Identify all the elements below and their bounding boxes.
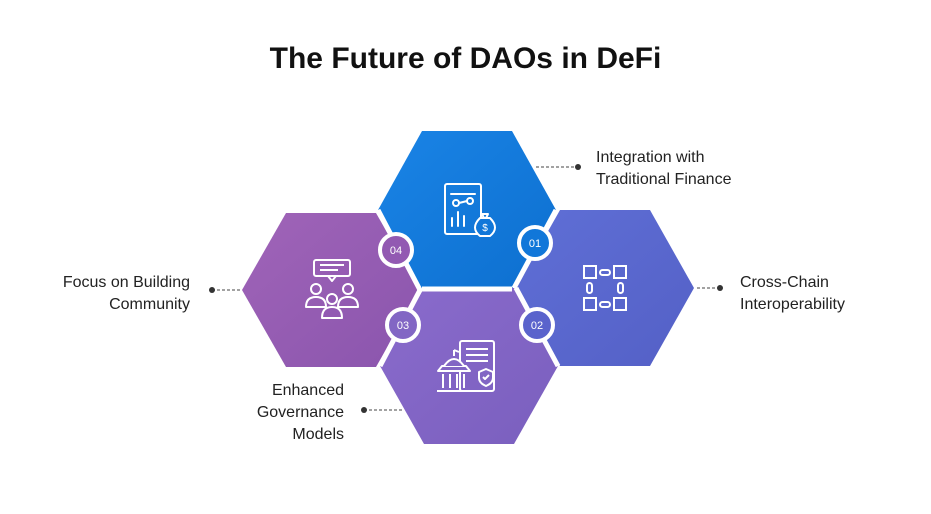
badge-03: 03 bbox=[385, 307, 421, 343]
label-01-line-1: Integration with bbox=[596, 149, 705, 166]
label-04-line-2: Community bbox=[109, 296, 190, 313]
label-04-line-1: Focus on Building bbox=[62, 274, 190, 291]
badge-01: 01 bbox=[517, 225, 553, 261]
badge-04-text: 04 bbox=[390, 245, 402, 257]
badge-02: 02 bbox=[519, 307, 555, 343]
government-building-document-icon bbox=[437, 340, 495, 392]
label-01-line-2: Traditional Finance bbox=[596, 171, 732, 188]
label-03-line-1: Enhanced bbox=[271, 382, 344, 399]
blockchain-links-icon bbox=[583, 265, 627, 311]
connector-3 bbox=[361, 407, 404, 413]
label-02: Cross-Chain Interoperability bbox=[740, 272, 845, 316]
community-group-chat-icon bbox=[305, 259, 359, 319]
connector-4 bbox=[209, 287, 242, 293]
label-04: Focus on Building Community bbox=[12, 272, 190, 316]
page-title: The Future of DAOs in DeFi bbox=[269, 42, 662, 75]
hexagon-01 bbox=[378, 131, 556, 289]
badge-04: 04 bbox=[378, 232, 414, 268]
label-02-line-1: Cross-Chain bbox=[740, 274, 829, 291]
label-03: Enhanced Governance Models bbox=[194, 380, 344, 446]
label-01: Integration with Traditional Finance bbox=[596, 147, 731, 191]
label-03-line-3: Models bbox=[292, 426, 344, 443]
svg-text:$: $ bbox=[482, 223, 488, 234]
badge-01-text: 01 bbox=[529, 238, 541, 250]
badge-02-text: 02 bbox=[531, 320, 543, 332]
connector-2 bbox=[697, 285, 723, 291]
hexagon-04 bbox=[242, 213, 420, 367]
hexagon-03 bbox=[380, 288, 558, 444]
connector-1 bbox=[536, 164, 581, 170]
label-02-line-2: Interoperability bbox=[740, 296, 845, 313]
badge-03-text: 03 bbox=[397, 320, 409, 332]
hexagon-02 bbox=[516, 210, 694, 366]
finance-document-money-bag-icon: $ bbox=[444, 183, 496, 237]
label-03-line-2: Governance bbox=[256, 404, 344, 421]
